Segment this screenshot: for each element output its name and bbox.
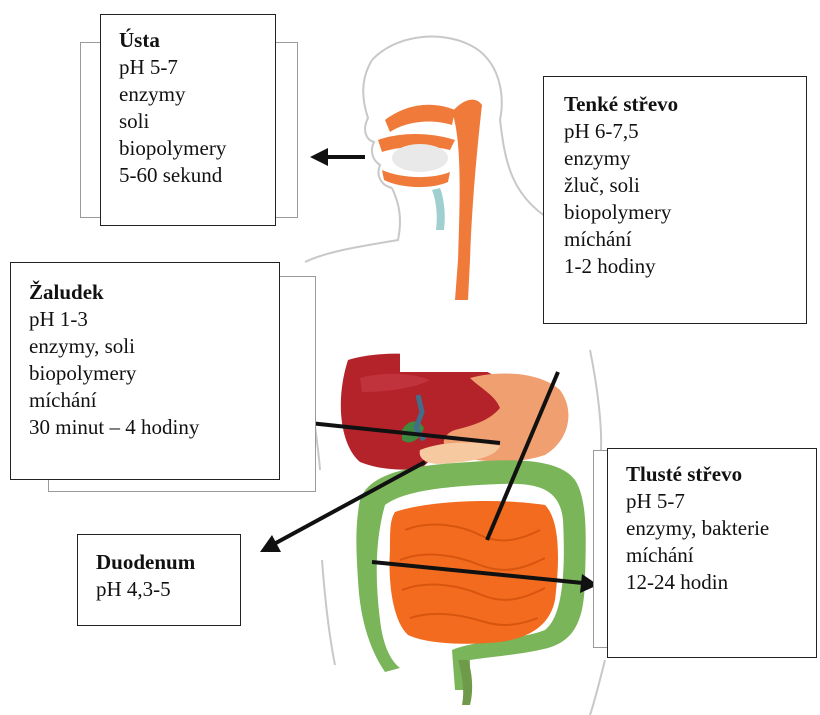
usta-biopolymers: biopolymery [119,135,275,162]
throat [432,188,445,230]
zaludek-duration: 30 minut – 4 hodiny [29,414,279,441]
tluste-strevo-duration: 12-24 hodin [626,569,816,596]
tluste-strevo-mixing: míchání [626,542,816,569]
tenke-strevo-duration: 1-2 hodiny [564,253,806,280]
usta-duration: 5-60 sekund [119,162,275,189]
tluste-strevo-ph: pH 5-7 [626,488,816,515]
tluste-strevo-box: Tlusté střevo pH 5-7 enzymy, bakterie mí… [607,448,817,658]
usta-ph: pH 5-7 [119,54,275,81]
tenke-strevo-title: Tenké střevo [564,91,806,118]
arrow-usta-head [310,148,328,166]
tenke-strevo-enzymes: enzymy [564,145,806,172]
usta-salts: soli [119,108,275,135]
duodenum-ph: pH 4,3-5 [96,576,240,603]
zaludek-biopolymers: biopolymery [29,360,279,387]
usta-box: Ústa pH 5-7 enzymy soli biopolymery 5-60… [100,14,276,226]
hip-right [590,660,605,715]
tongue [392,144,448,172]
tenke-strevo-bile-salts: žluč, soli [564,172,806,199]
duodenum-box: Duodenum pH 4,3-5 [77,534,241,626]
duodenum-title: Duodenum [96,549,240,576]
tenke-strevo-biopolymers: biopolymery [564,199,806,226]
tluste-strevo-enzymes-bacteria: enzymy, bakterie [626,515,816,542]
illustration-cutout [400,302,542,372]
jaw [382,170,450,187]
tenke-strevo-mixing: míchání [564,226,806,253]
neck-outline [305,188,400,262]
zaludek-title: Žaludek [29,279,279,306]
torso-right [590,350,601,460]
zaludek-mixing: míchání [29,387,279,414]
zaludek-box: Žaludek pH 1-3 enzymy, soli biopolymery … [10,262,280,480]
zaludek-ph: pH 1-3 [29,306,279,333]
tenke-strevo-box: Tenké střevo pH 6-7,5 enzymy žluč, soli … [543,76,807,324]
zaludek-enzymes-salts: enzymy, soli [29,333,279,360]
nasal-cavity [385,105,455,132]
tluste-strevo-title: Tlusté střevo [626,461,816,488]
oral-cavity [378,105,455,230]
usta-title: Ústa [119,27,275,54]
usta-enzymes: enzymy [119,81,275,108]
hip-left [322,560,335,665]
esophagus [452,100,482,300]
tenke-strevo-ph: pH 6-7,5 [564,118,806,145]
